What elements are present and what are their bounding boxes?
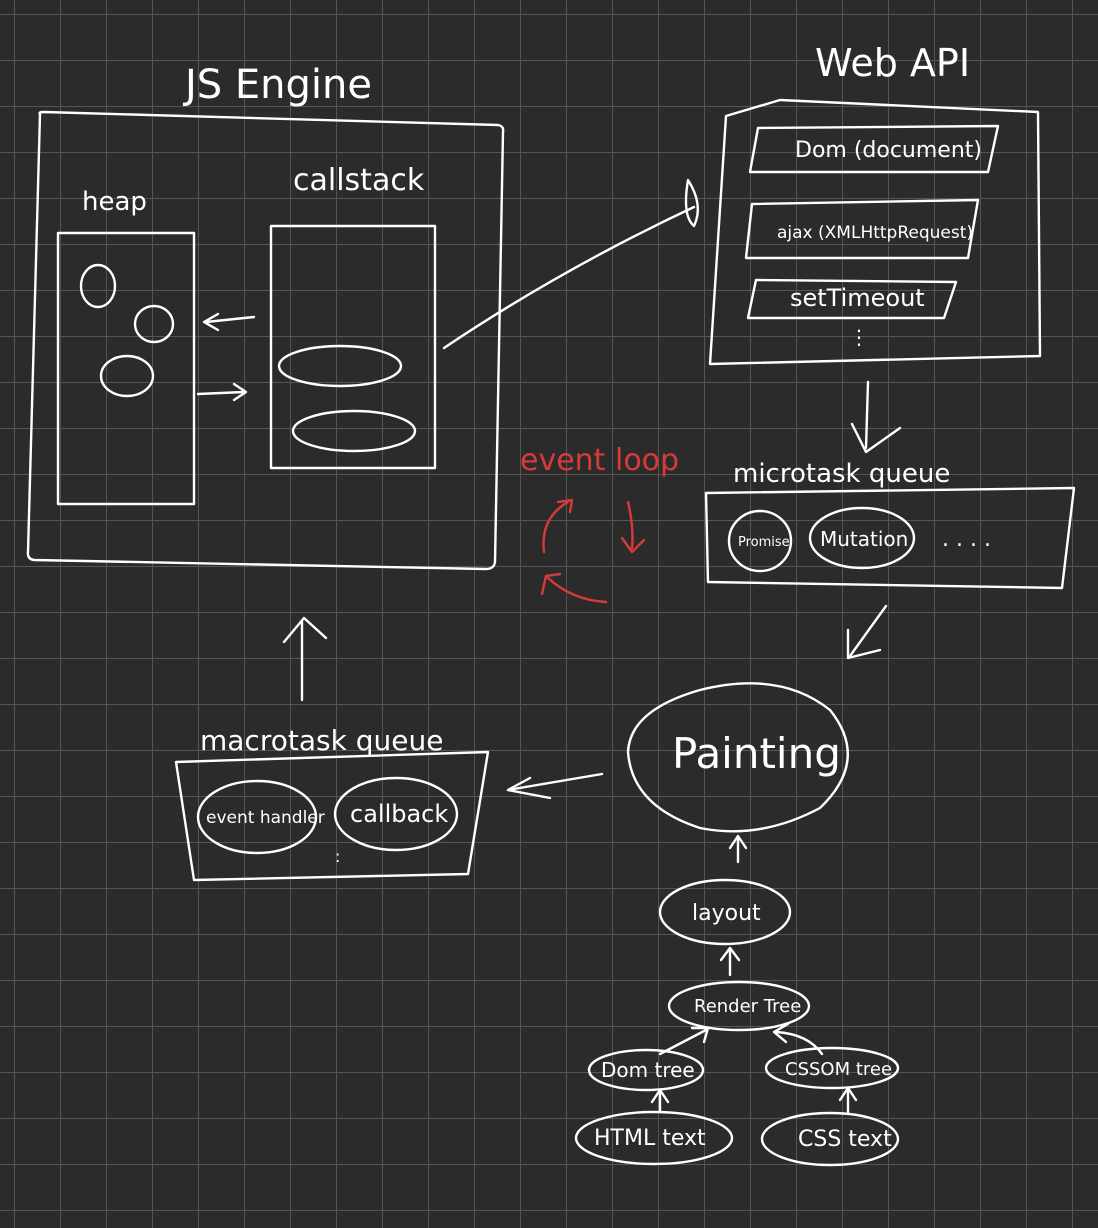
rendertree-to-layout-arrow (719, 946, 741, 977)
dom-tree-node (587, 1048, 705, 1092)
heap-object (79, 263, 117, 309)
layout-label: layout (692, 901, 761, 926)
web-api-item-label: Dom (document) (795, 138, 982, 163)
event-loop-label: event loop (520, 443, 679, 478)
layout-node (658, 878, 792, 946)
macrotask-item-label: callback (350, 800, 448, 828)
js-engine-box (26, 110, 505, 571)
web-api-title: Web API (815, 41, 970, 85)
web-api-item: ajax (XMLHttpRequest) (744, 198, 980, 260)
macrotask-queue-title: macrotask queue (200, 724, 443, 757)
heap-callstack-arrows (196, 312, 256, 402)
rendering-pipeline: Painting layout Render Tree Dom tree CSS… (574, 682, 900, 1167)
web-api: Web API Dom (document) ajax (XMLHttpRequ… (708, 41, 1042, 366)
layout-to-painting-arrow (728, 834, 748, 864)
microtask-item-label: Promise (738, 535, 790, 550)
web-api-item: Dom (document) (748, 124, 1000, 174)
microtask-more: . . . . (942, 527, 991, 552)
css-to-cssomtree-arrow (838, 1086, 858, 1116)
js-engine-title: JS Engine (182, 62, 372, 108)
heap-box (56, 231, 196, 506)
macrotask-item (196, 779, 318, 855)
painting-to-macrotask-arrow (506, 772, 604, 800)
macrotask-to-jsengine-arrow (282, 616, 328, 702)
cssom-tree-label: CSSOM tree (785, 1059, 892, 1080)
macrotask-queue: macrotask queue event handler callback : (174, 724, 490, 882)
microtask-queue: microtask queue Promise Mutation . . . . (704, 459, 1076, 590)
macrotask-queue-box (174, 750, 490, 882)
painting-node (626, 682, 849, 833)
microtask-item (808, 506, 916, 570)
domtree-to-rendertree-arrow (658, 1026, 710, 1056)
callstack-label: callstack (293, 163, 425, 198)
web-api-more: ⋮ (849, 325, 869, 349)
heap-label: heap (82, 187, 147, 217)
callstack-to-webapi-arrow (442, 178, 700, 350)
microtask-queue-title: microtask queue (733, 459, 950, 489)
webapi-to-microtask-arrow (850, 380, 902, 454)
stack-frame (291, 409, 417, 453)
html-text-label: HTML text (594, 1126, 706, 1151)
macrotask-item-label: event handler (206, 808, 325, 828)
cssom-tree-node (764, 1046, 900, 1090)
render-tree-label: Render Tree (694, 996, 801, 1017)
web-api-item-label: setTimeout (790, 284, 925, 312)
css-text-label: CSS text (798, 1127, 892, 1152)
stack-frame (277, 344, 403, 388)
heap-object (99, 354, 155, 398)
web-api-item: setTimeout (746, 278, 958, 320)
html-to-domtree-arrow (650, 1088, 670, 1114)
macrotask-more: : (335, 847, 340, 866)
callstack-box (269, 224, 437, 470)
loop-icon (540, 498, 646, 604)
microtask-item (727, 509, 793, 573)
cssomtree-to-rendertree-arrow (772, 1022, 824, 1056)
event-loop: event loop (520, 443, 679, 604)
microtask-to-painting-arrow (846, 604, 888, 660)
web-api-box (708, 98, 1042, 366)
heap-object (133, 304, 175, 344)
render-tree-node (667, 980, 811, 1032)
web-api-item-label: ajax (XMLHttpRequest) (777, 223, 973, 243)
painting-label: Painting (672, 729, 841, 778)
js-engine: JS Engine heap callstack (26, 62, 505, 571)
html-text-node (574, 1110, 734, 1166)
microtask-item-label: Mutation (820, 527, 908, 551)
macrotask-item (333, 776, 459, 852)
microtask-queue-box (704, 486, 1076, 590)
dom-tree-label: Dom tree (601, 1058, 695, 1082)
css-text-node (760, 1111, 900, 1167)
